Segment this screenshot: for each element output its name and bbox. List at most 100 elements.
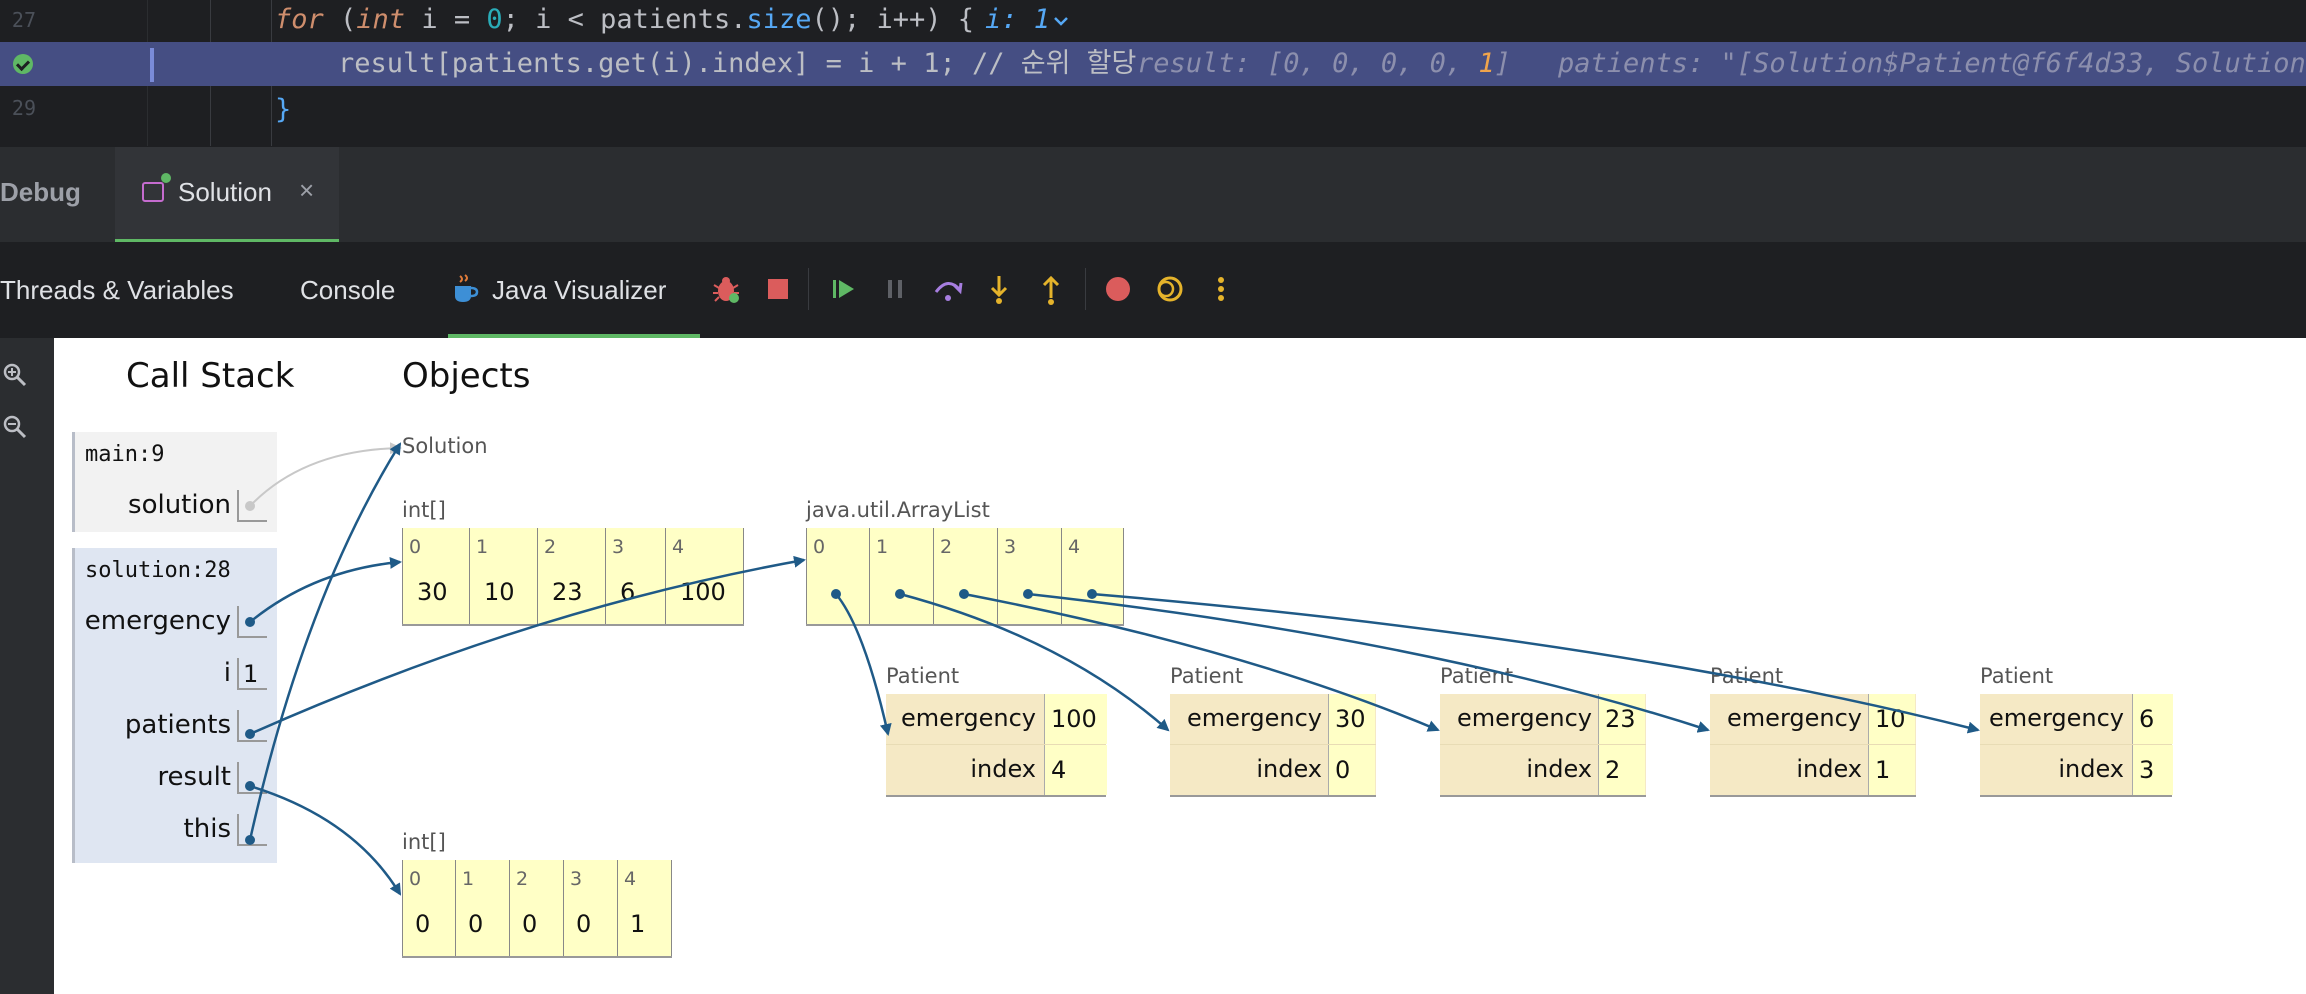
step-out-icon[interactable] bbox=[1034, 272, 1068, 306]
debug-title: Debug bbox=[0, 177, 81, 207]
patients-arraylist[interactable]: 0 1 2 3 4 bbox=[806, 528, 1124, 626]
arrow-list3-to-patient bbox=[1023, 589, 1710, 733]
stop-icon[interactable] bbox=[761, 272, 795, 306]
tab-java-visualizer[interactable]: Java Visualizer bbox=[492, 275, 667, 305]
code-text: } bbox=[275, 94, 292, 125]
arrow-list0-to-patient bbox=[831, 589, 892, 736]
tab-threads-variables[interactable]: Threads & Variables bbox=[0, 275, 234, 305]
step-over-icon[interactable] bbox=[931, 272, 965, 306]
step-into-icon[interactable] bbox=[982, 272, 1016, 306]
line-number: 27 bbox=[11, 8, 36, 32]
tab-label: Solution bbox=[178, 177, 272, 207]
debug-tool-window-header: Debug Solution × bbox=[0, 146, 2306, 243]
var-name-this: this bbox=[183, 814, 231, 844]
object-type-label: Patient bbox=[1170, 664, 1244, 688]
var-ref-this[interactable] bbox=[237, 814, 267, 846]
list-cell: 4 bbox=[1062, 528, 1124, 624]
var-name-patients: patients bbox=[124, 710, 231, 740]
var-ref-solution[interactable] bbox=[237, 490, 267, 522]
code-line-28[interactable]: result[patients.get(i).index] = i + 1; /… bbox=[0, 42, 2306, 86]
object-type-label: Patient bbox=[886, 664, 960, 688]
resume-icon[interactable] bbox=[827, 272, 861, 306]
code-text: for (int i = 0; i < patients.size(); i++… bbox=[275, 4, 975, 35]
var-ref-patients[interactable] bbox=[237, 710, 267, 742]
code-text: result[patients.get(i).index] = i + 1; /… bbox=[338, 48, 1137, 79]
reference-arrows bbox=[245, 442, 1980, 896]
var-ref-result[interactable] bbox=[237, 762, 267, 794]
arrow-this-to-solution bbox=[245, 442, 402, 845]
breakpoint-check-icon[interactable] bbox=[13, 54, 33, 74]
arrow-list4-to-patient bbox=[1087, 589, 1980, 734]
object-type-label: java.util.ArrayList bbox=[806, 498, 990, 522]
object-type-label: Patient bbox=[1980, 664, 2054, 688]
tab-solution[interactable]: Solution × bbox=[115, 147, 339, 243]
list-cell: 2 bbox=[934, 528, 998, 624]
stack-frame-solution[interactable]: solution:28 emergency i 1 patients resul… bbox=[72, 548, 277, 863]
arrow-solution-to-object bbox=[245, 442, 402, 511]
toolbar-separator bbox=[1085, 268, 1086, 310]
code-line-27[interactable]: 27 for (int i = 0; i < patients.size(); … bbox=[0, 0, 2306, 44]
mute-breakpoints-icon[interactable] bbox=[1153, 272, 1187, 306]
more-icon[interactable] bbox=[1204, 272, 1238, 306]
var-name-emergency: emergency bbox=[84, 606, 231, 636]
list-cell: 0 bbox=[806, 528, 870, 624]
pause-icon[interactable] bbox=[878, 272, 912, 306]
list-cell: 3 bbox=[998, 528, 1062, 624]
text-caret bbox=[150, 48, 154, 82]
object-type-label: int[] bbox=[402, 498, 446, 522]
toolbar-separator bbox=[808, 268, 809, 310]
frame-name: main:9 bbox=[85, 442, 165, 467]
chevron-down-icon[interactable] bbox=[1052, 12, 1070, 30]
arrow-emergency-to-array bbox=[245, 556, 402, 627]
tab-underline bbox=[115, 239, 339, 243]
code-editor[interactable]: 27 for (int i = 0; i < patients.size(); … bbox=[0, 0, 2306, 146]
java-visualizer-canvas[interactable]: Call Stack Objects main:9 solution solut… bbox=[54, 338, 2306, 994]
arrow-patients-to-list bbox=[245, 555, 806, 739]
var-name-solution: solution bbox=[128, 490, 231, 520]
object-type-label: int[] bbox=[402, 830, 446, 854]
stack-frame-main[interactable]: main:9 solution bbox=[72, 432, 277, 532]
code-line-29[interactable]: 29 } bbox=[0, 88, 2306, 132]
zoom-in-icon[interactable] bbox=[2, 362, 28, 388]
visualizer-side-toolbar bbox=[0, 338, 54, 994]
debug-toolbar: Threads & Variables Console Java Visuali… bbox=[0, 242, 2306, 338]
list-cell: 1 bbox=[870, 528, 934, 624]
inlay-value-patients: patients: "[Solution$Patient@f6f4d33, So… bbox=[1558, 48, 2306, 79]
java-icon bbox=[455, 274, 479, 302]
close-icon[interactable]: × bbox=[299, 175, 315, 205]
debug-bug-icon[interactable] bbox=[709, 272, 743, 306]
var-ref-emergency[interactable] bbox=[237, 606, 267, 638]
breakpoint-icon[interactable] bbox=[1101, 272, 1135, 306]
inlay-value-result: result: [0, 0, 0, 0, 1] bbox=[1137, 48, 1511, 79]
solution-object[interactable]: Solution bbox=[402, 434, 488, 458]
tab-console[interactable]: Console bbox=[300, 275, 396, 305]
inlay-value-i: i: 1 bbox=[985, 4, 1051, 35]
line-number: 29 bbox=[11, 96, 36, 120]
var-value-i[interactable]: 1 bbox=[237, 658, 267, 690]
zoom-out-icon[interactable] bbox=[2, 414, 28, 440]
